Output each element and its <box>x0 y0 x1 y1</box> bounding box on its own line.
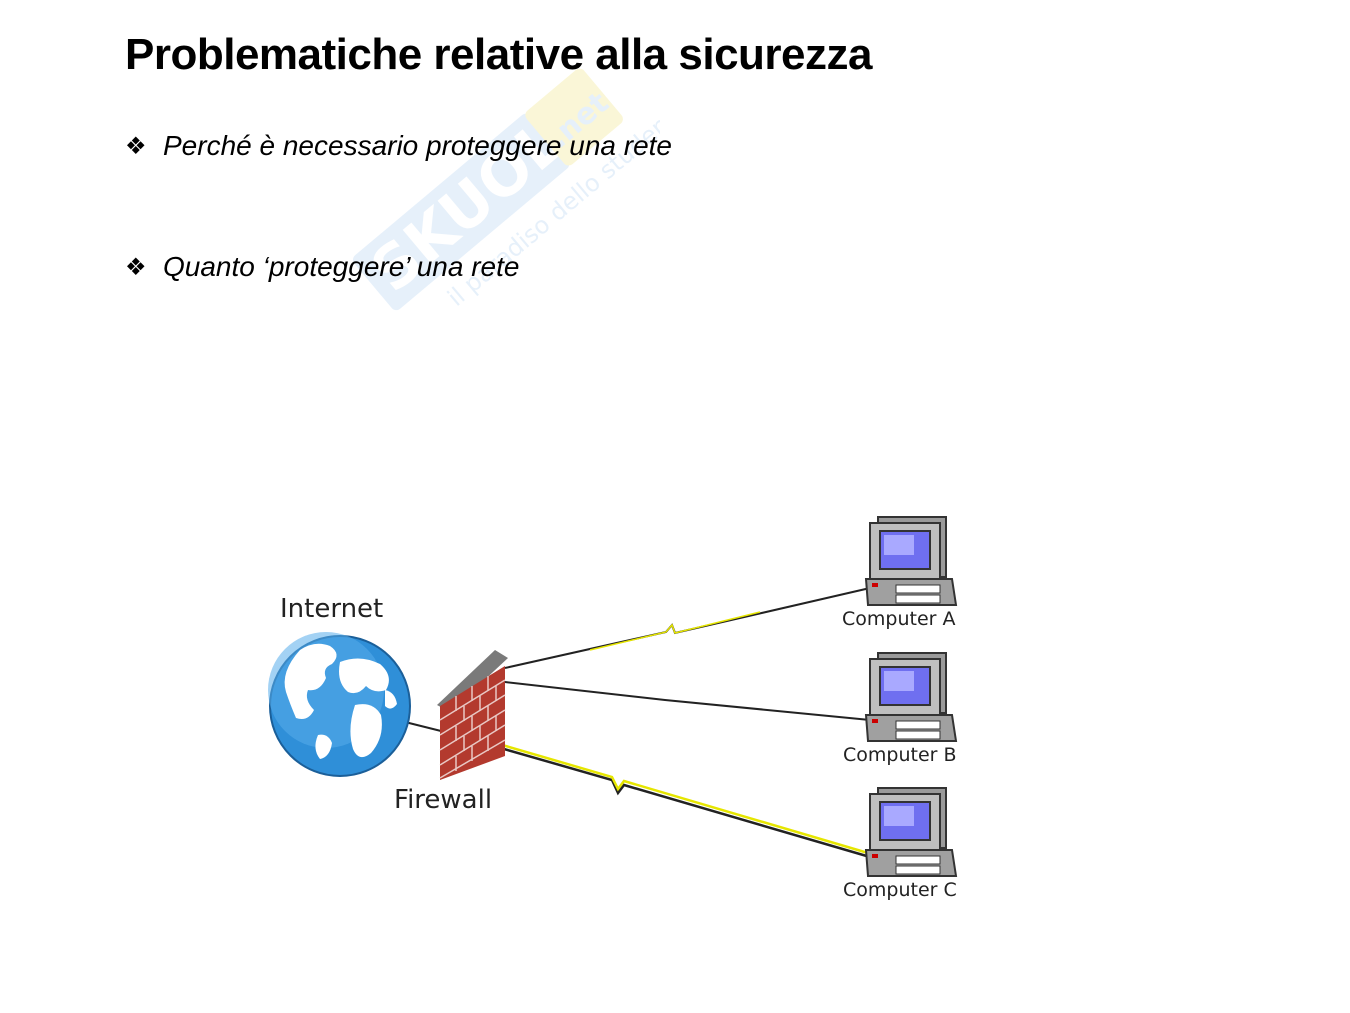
link-computer-b <box>504 681 871 721</box>
slide-title: Problematiche relative alla sicurezza <box>125 30 873 79</box>
internet-firewall-link <box>404 721 446 733</box>
firewall-label: Firewall <box>394 785 493 815</box>
computer-a-icon <box>864 516 958 606</box>
firewall-icon <box>437 650 508 780</box>
computer-c-label: Computer C <box>843 879 957 901</box>
network-links <box>404 587 871 859</box>
link-computer-a <box>504 587 871 669</box>
computer-b-label: Computer B <box>843 744 957 766</box>
bullet-mark: ❖ <box>125 132 147 160</box>
bullet-text: Quanto ‘proteggere’ una rete <box>163 251 520 282</box>
bullet-item: ❖ Perché è necessario proteggere una ret… <box>125 130 672 162</box>
bullet-text: Perché è necessario proteggere una rete <box>163 130 672 161</box>
computer-c-icon <box>864 787 958 877</box>
skuola-watermark: SKUOLA .net il paradiso dello studente <box>353 68 660 312</box>
computer-b-icon <box>864 652 958 742</box>
bullet-item: ❖ Quanto ‘proteggere’ una rete <box>125 251 519 283</box>
internet-label: Internet <box>280 594 384 624</box>
link-computer-c <box>489 743 871 859</box>
bullet-mark: ❖ <box>125 253 147 281</box>
computer-a-label: Computer A <box>842 608 956 630</box>
globe-icon <box>268 632 411 777</box>
